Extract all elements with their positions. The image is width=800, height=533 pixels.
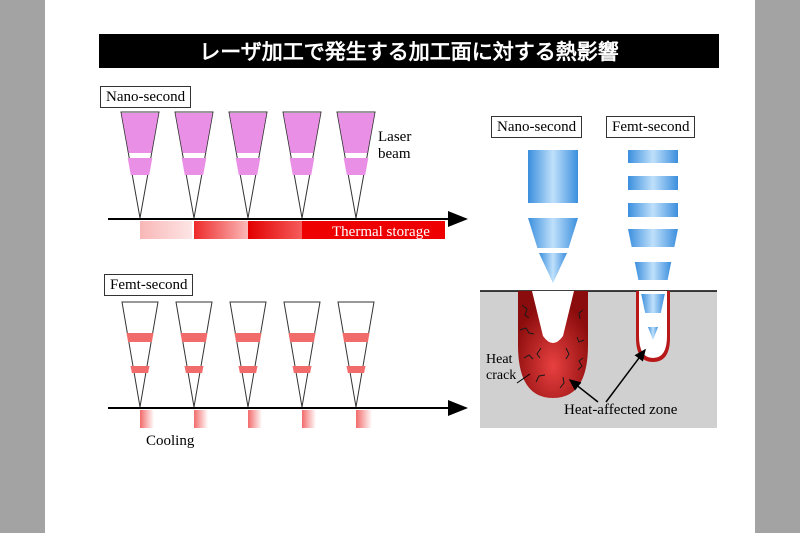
femt-beam: [175, 301, 213, 408]
thermal-storage-label: Thermal storage: [332, 224, 430, 240]
nano-blue-beam: [528, 150, 578, 283]
nano-heat-affected-zone: [518, 291, 588, 398]
heat-crack-lines: [519, 304, 585, 389]
nano-beam: [336, 111, 376, 219]
femt-blue-beam: [628, 150, 678, 340]
femt-beam: [229, 301, 267, 408]
thermal-storage-bar: [140, 221, 445, 239]
laser-beam-label: beam: [378, 146, 411, 162]
heat-crack-label: crack: [486, 368, 516, 383]
cooling-label: Cooling: [146, 433, 195, 449]
femt-beam: [283, 301, 321, 408]
cooling-marks: [140, 410, 372, 428]
femt-beam: [121, 301, 159, 408]
femt-second-label: Femt-second: [104, 274, 194, 296]
zone-arrow-femt: [605, 348, 646, 403]
laser-beam-label: Laser: [378, 129, 411, 145]
heat-crack-pointer: [516, 373, 531, 384]
nano-beam: [120, 111, 160, 219]
nano-beams: [120, 111, 376, 219]
nano-beam: [228, 111, 268, 219]
femt-beam: [337, 301, 375, 408]
nano-second-label: Nano-second: [491, 116, 583, 138]
heat-affected-zone-label: Heat-affected zone: [564, 402, 678, 418]
femt-second-label: Femt-second: [606, 116, 696, 138]
nano-beam: [282, 111, 322, 219]
zone-arrow-nano: [568, 379, 599, 403]
page-title: レーザ加工で発生する加工面に対する熱影響: [99, 34, 719, 68]
nano-second-label: Nano-second: [100, 86, 192, 108]
femt-beams: [121, 301, 375, 408]
heat-crack-label: Heat: [486, 352, 513, 367]
nano-beam: [174, 111, 214, 219]
